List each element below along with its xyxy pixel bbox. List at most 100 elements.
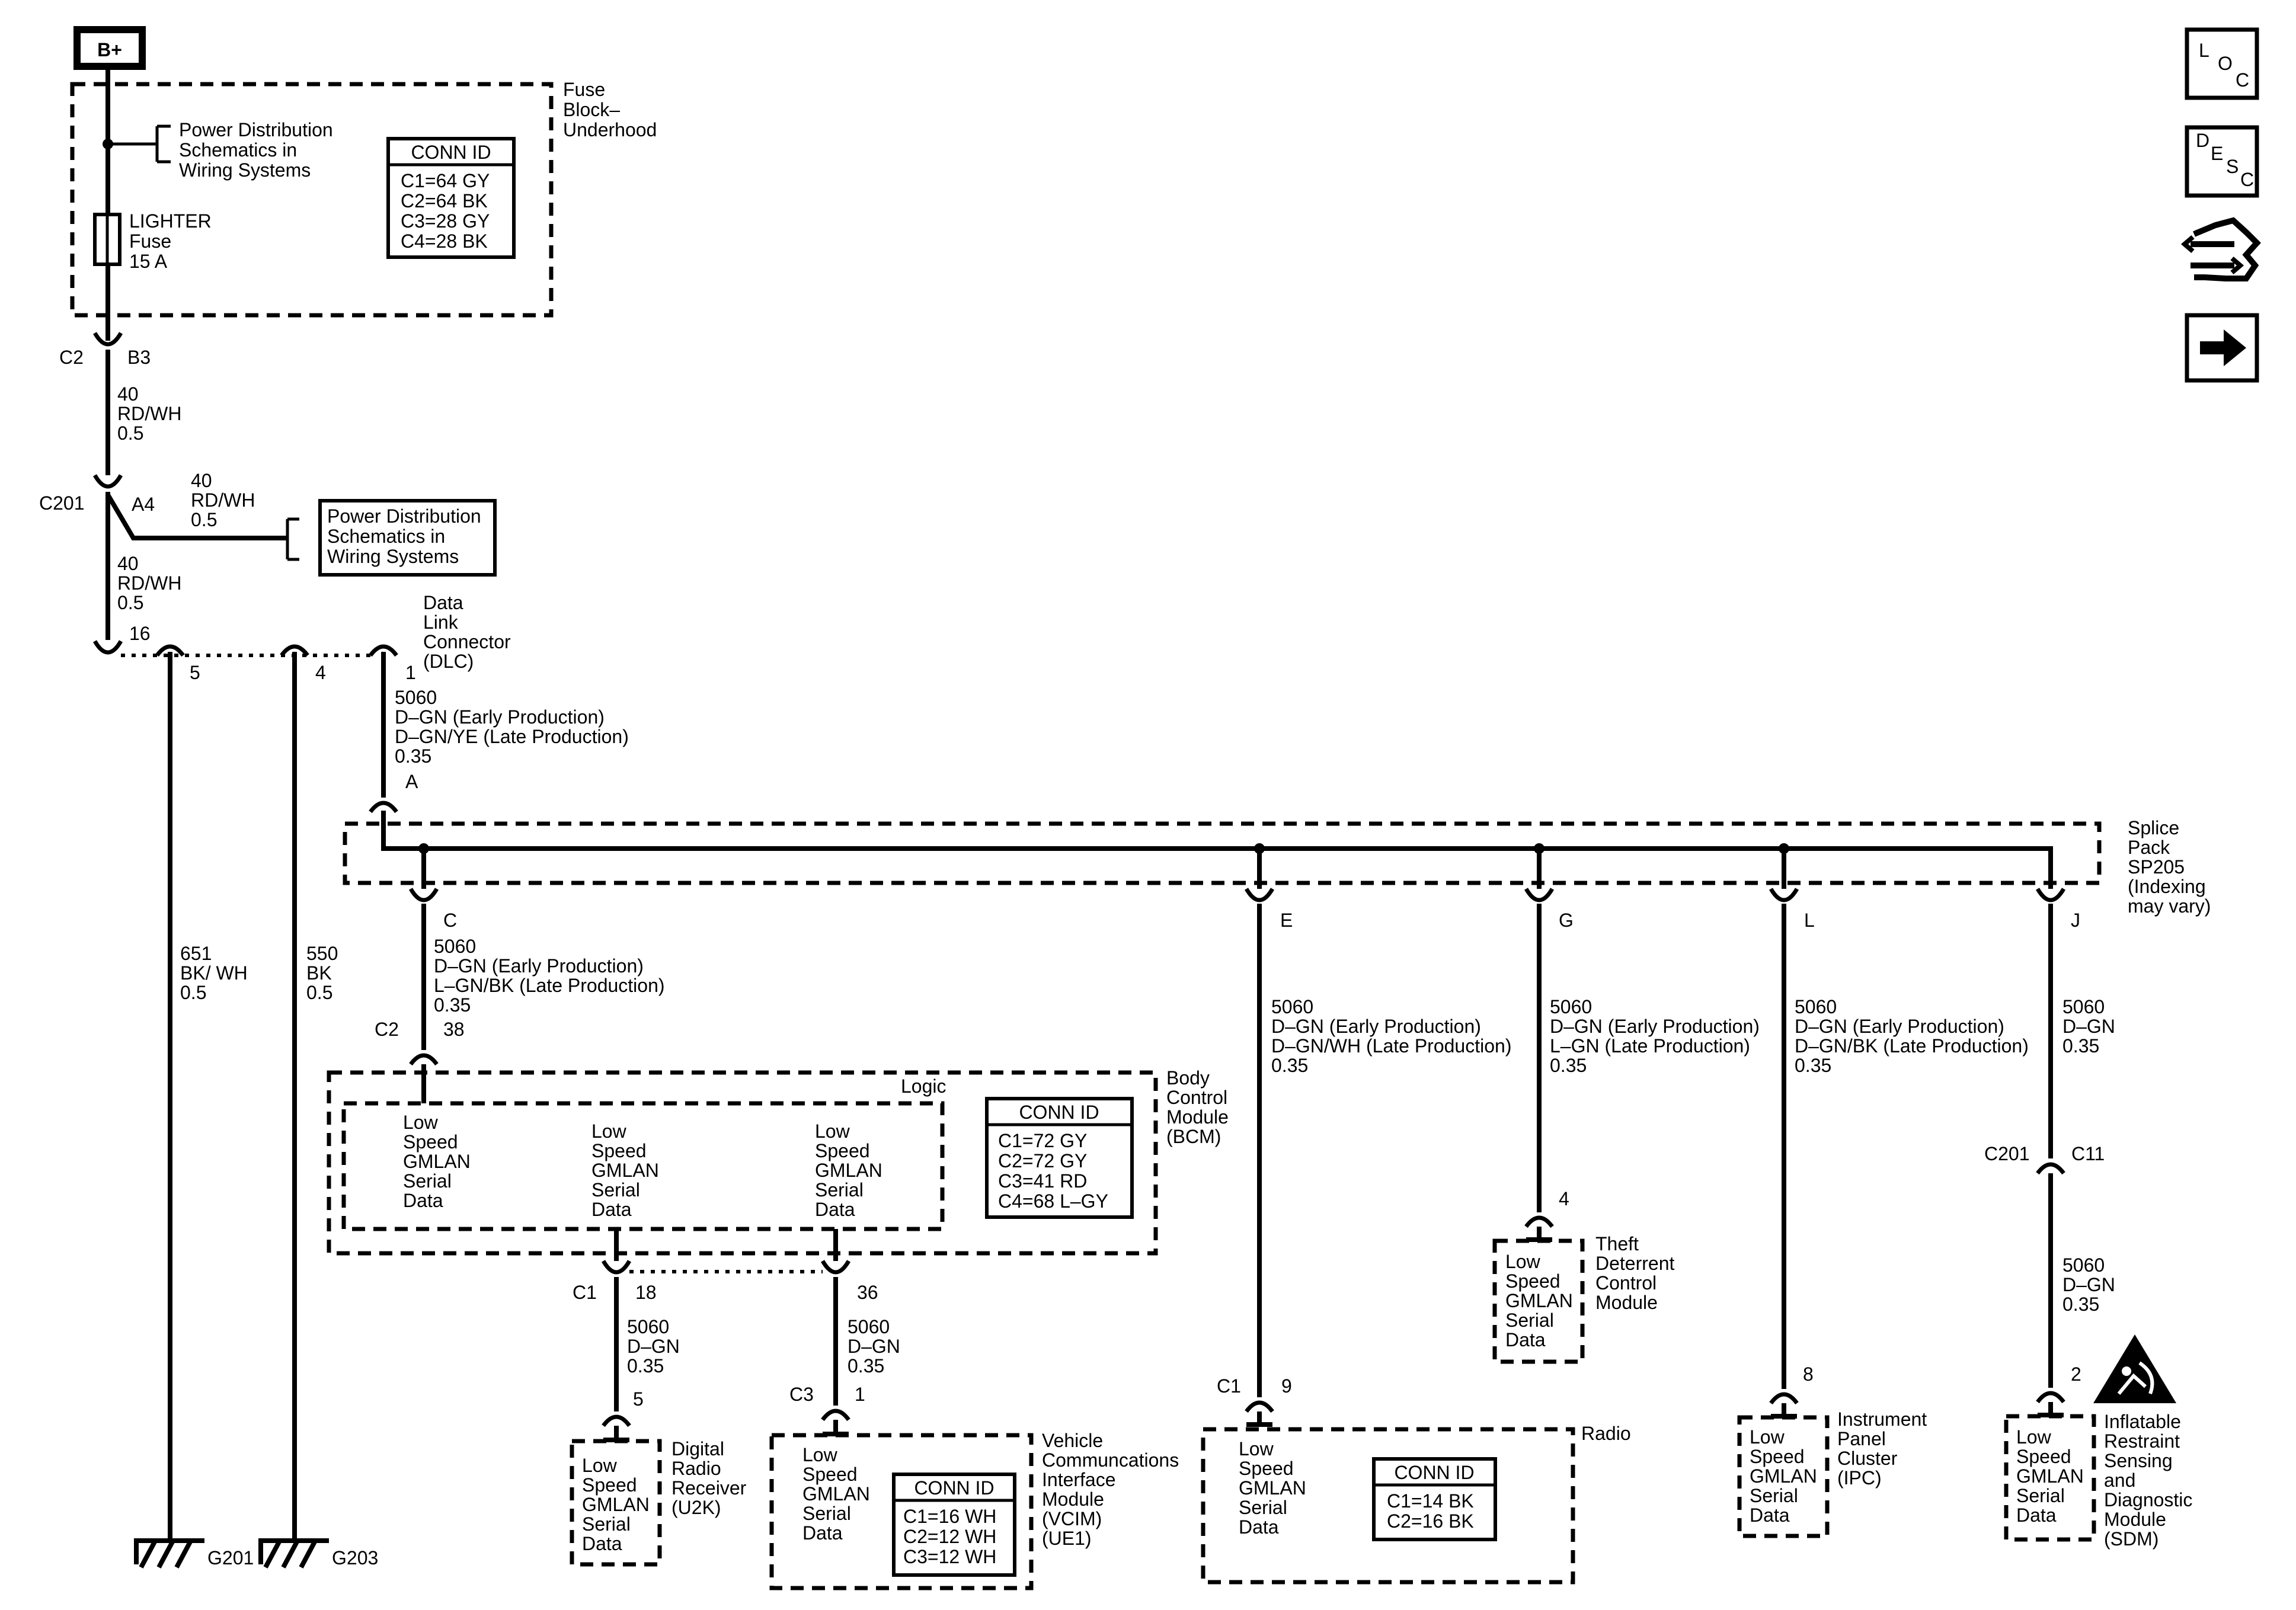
fuse-block-underhood: Fuse Block– Underhood Power Distribution… [70, 79, 657, 318]
c201-conn-label: C201 [39, 492, 85, 514]
ground-g201-label: G201 [207, 1547, 254, 1569]
svg-text:Low Speed GMLAN: Low Speed GMLAN Serial Data [1239, 1438, 1312, 1538]
airbag-warning-icon [2093, 1334, 2176, 1403]
radio-module: Low Speed GMLAN Serial Data CONN ID C1=1… [1201, 1423, 1631, 1585]
bcm-logic-label: Logic [901, 1076, 946, 1097]
svg-text:18: 18 [635, 1282, 657, 1303]
vehicle-communications-interface-module: Low Speed GMLAN Serial Data CONN ID C1=1… [769, 1430, 1179, 1590]
svg-text:J: J [2071, 910, 2080, 931]
svg-text:CONN ID: CONN ID [1019, 1102, 1099, 1123]
svg-text:C2: C2 [375, 1019, 399, 1040]
fuse-conn-id-table: CONN ID C1=64 GY C2=64 BK C3=28 GY C4=28… [386, 137, 516, 259]
fuse-pds-label: Power Distribution Schematics in Wiring … [179, 119, 338, 181]
svg-text:L: L [2199, 40, 2209, 61]
svg-text:C1=64 GY C2=64 BK: C1=64 GY C2=64 BK C3=28 GY C4=28 BK [401, 170, 495, 252]
svg-text:5: 5 [633, 1388, 644, 1410]
svg-text:C: C [443, 910, 457, 931]
u2k-label: Digital Radio Receiver (U2K) [671, 1438, 752, 1518]
ground-g203-label: G203 [332, 1547, 378, 1569]
svg-text:C1=72 GY C2=72 GY: C1=72 GY C2=72 GY C3=41 RD C4=68 L–GY [998, 1130, 1108, 1212]
svg-text:38: 38 [443, 1019, 465, 1040]
svg-text:C1: C1 [1217, 1375, 1241, 1397]
svg-text:C1: C1 [573, 1282, 597, 1303]
svg-text:Power Distribution Schem: Power Distribution Schematics in Wiring … [327, 505, 487, 567]
bcm-serial-3: Low Speed GMLAN Serial Data [815, 1121, 888, 1220]
sdm-label: Inflatable Restraint Sensing and Diagnos… [2104, 1411, 2198, 1550]
digital-radio-receiver-u2k: Low Speed GMLAN Serial Data Digital Radi… [570, 1438, 752, 1567]
bcm-label: Body Control Module (BCM) [1166, 1067, 1234, 1147]
svg-text:2: 2 [2071, 1363, 2081, 1385]
instrument-panel-cluster: Low Speed GMLAN Serial Data Instrument P… [1737, 1409, 1932, 1538]
wire-36-label: 5060 D–GN 0.35 [848, 1316, 906, 1377]
ipc-label: Instrument Panel Cluster (IPC) [1837, 1409, 1932, 1489]
wire-e-label: 5060 D–GN (Early Production) D–GN/WH (La… [1271, 996, 1517, 1076]
svg-text:Low Speed GMLAN: Low Speed GMLAN Serial Data [802, 1444, 875, 1544]
wire-18-label: 5060 D–GN 0.35 [627, 1316, 685, 1377]
fuse-block-label: Fuse Block– Underhood [563, 79, 657, 140]
svg-text:Low Speed GMLAN: Low Speed GMLAN Serial Data [2016, 1426, 2089, 1526]
loc-button[interactable]: L O C [2185, 27, 2259, 100]
body-control-module: Logic Body Control Module (BCM) Low Spee… [327, 1064, 1234, 1256]
radio-label: Radio [1581, 1423, 1631, 1444]
svg-text:16: 16 [129, 623, 151, 644]
svg-text:O: O [2218, 53, 2233, 74]
svg-text:C201: C201 [1984, 1143, 2030, 1164]
svg-text:C: C [2236, 69, 2249, 91]
theft-deterrent-control-module: Low Speed GMLAN Serial Data Theft Deterr… [1492, 1233, 1675, 1364]
svg-text:5: 5 [190, 662, 200, 683]
lighter-fuse-label: LIGHTER Fuse 15 A [129, 210, 217, 272]
wire-c-label: 5060 D–GN (Early Production) L–GN/BK (La… [434, 936, 670, 1016]
svg-text:Low Speed GMLAN: Low Speed GMLAN Serial Data [1750, 1426, 1822, 1526]
svg-text:E: E [2211, 143, 2223, 164]
data-link-connector: 16 5 4 1 Data Link Connector (DLC) [92, 592, 511, 683]
wire-b3-label: 40 RD/WH 0.5 [117, 383, 187, 444]
svg-text:C1=16 WH C2=12 WH: C1=16 WH C2=12 WH C3=12 WH [903, 1506, 1002, 1567]
bcm-serial-1: Low Speed GMLAN Serial Data [403, 1112, 476, 1211]
splice-pack-label: Splice Pack SP205 (Indexing may vary) [2128, 817, 2211, 917]
next-page-button[interactable] [2185, 313, 2259, 383]
svg-text:D: D [2196, 130, 2209, 151]
svg-text:Low Speed GMLAN: Low Speed GMLAN Serial Data [582, 1455, 655, 1554]
c2-b3-connector [92, 332, 123, 347]
svg-text:C3: C3 [789, 1384, 814, 1405]
svg-text:1: 1 [405, 662, 416, 683]
wire-dlc1-label: 5060 D–GN (Early Production) D–GN/YE (La… [395, 687, 634, 767]
svg-text:CONN ID: CONN ID [411, 142, 491, 163]
inflatable-restraint-sdm: Low Speed GMLAN Serial Data Inflatable R… [2004, 1411, 2198, 1550]
svg-text:C11: C11 [2071, 1143, 2105, 1164]
svg-text:36: 36 [857, 1282, 878, 1303]
svg-text:L: L [1804, 910, 1815, 931]
desc-button[interactable]: D E S C [2185, 125, 2259, 198]
svg-text:S: S [2226, 156, 2239, 177]
svg-text:CONN ID: CONN ID [914, 1477, 994, 1499]
svg-text:CONN ID: CONN ID [1394, 1462, 1474, 1483]
ground-g201-icon [134, 1538, 204, 1569]
vcim-conn-id-table: CONN ID C1=16 WH C2=12 WH C3=12 WH [892, 1473, 1016, 1577]
pds-reference-box[interactable]: Power Distribution Schematics in Wiring … [318, 499, 497, 577]
svg-text:4: 4 [315, 662, 326, 683]
wire-a4-branch-label: 40 RD/WH 0.5 [191, 470, 260, 530]
wire-l-label: 5060 D–GN (Early Production) D–GN/BK (La… [1795, 996, 2034, 1076]
connector-repair-icon[interactable] [2180, 217, 2261, 281]
svg-text:E: E [1280, 910, 1293, 931]
svg-text:4: 4 [1559, 1188, 1569, 1209]
wire-g201-label: 651 BK/ WH 0.5 [180, 943, 253, 1003]
battery-terminal: B+ [73, 26, 146, 70]
bcm-serial-2: Low Speed GMLAN Serial Data [591, 1121, 664, 1220]
wire-g-label: 5060 D–GN (Early Production) L–GN (Late … [1550, 996, 1765, 1076]
bcm-conn-id-table: CONN ID C1=72 GY C2=72 GY C3=41 RD C4=68… [985, 1097, 1134, 1219]
wire-g203-label: 550 BK 0.5 [306, 943, 343, 1003]
ground-g203-icon [258, 1538, 329, 1569]
c2-conn-label: C2 [59, 347, 84, 368]
svg-text:A: A [405, 771, 418, 792]
radio-conn-id-table: CONN ID C1=14 BK C2=16 BK [1372, 1457, 1497, 1541]
battery-label: B+ [97, 39, 122, 60]
splice-pack-sp205: Splice Pack SP205 (Indexing may vary) [343, 811, 2211, 917]
c201-pin-label: A4 [132, 494, 155, 515]
wire-j-lower-label: 5060 D–GN 0.35 [2062, 1254, 2121, 1315]
svg-text:8: 8 [1803, 1363, 1814, 1385]
wire-a4-down-label: 40 RD/WH 0.5 [117, 553, 187, 613]
svg-text:G: G [1559, 910, 1574, 931]
svg-text:Low Speed GMLAN: Low Speed GMLAN Serial Data [1505, 1251, 1578, 1350]
